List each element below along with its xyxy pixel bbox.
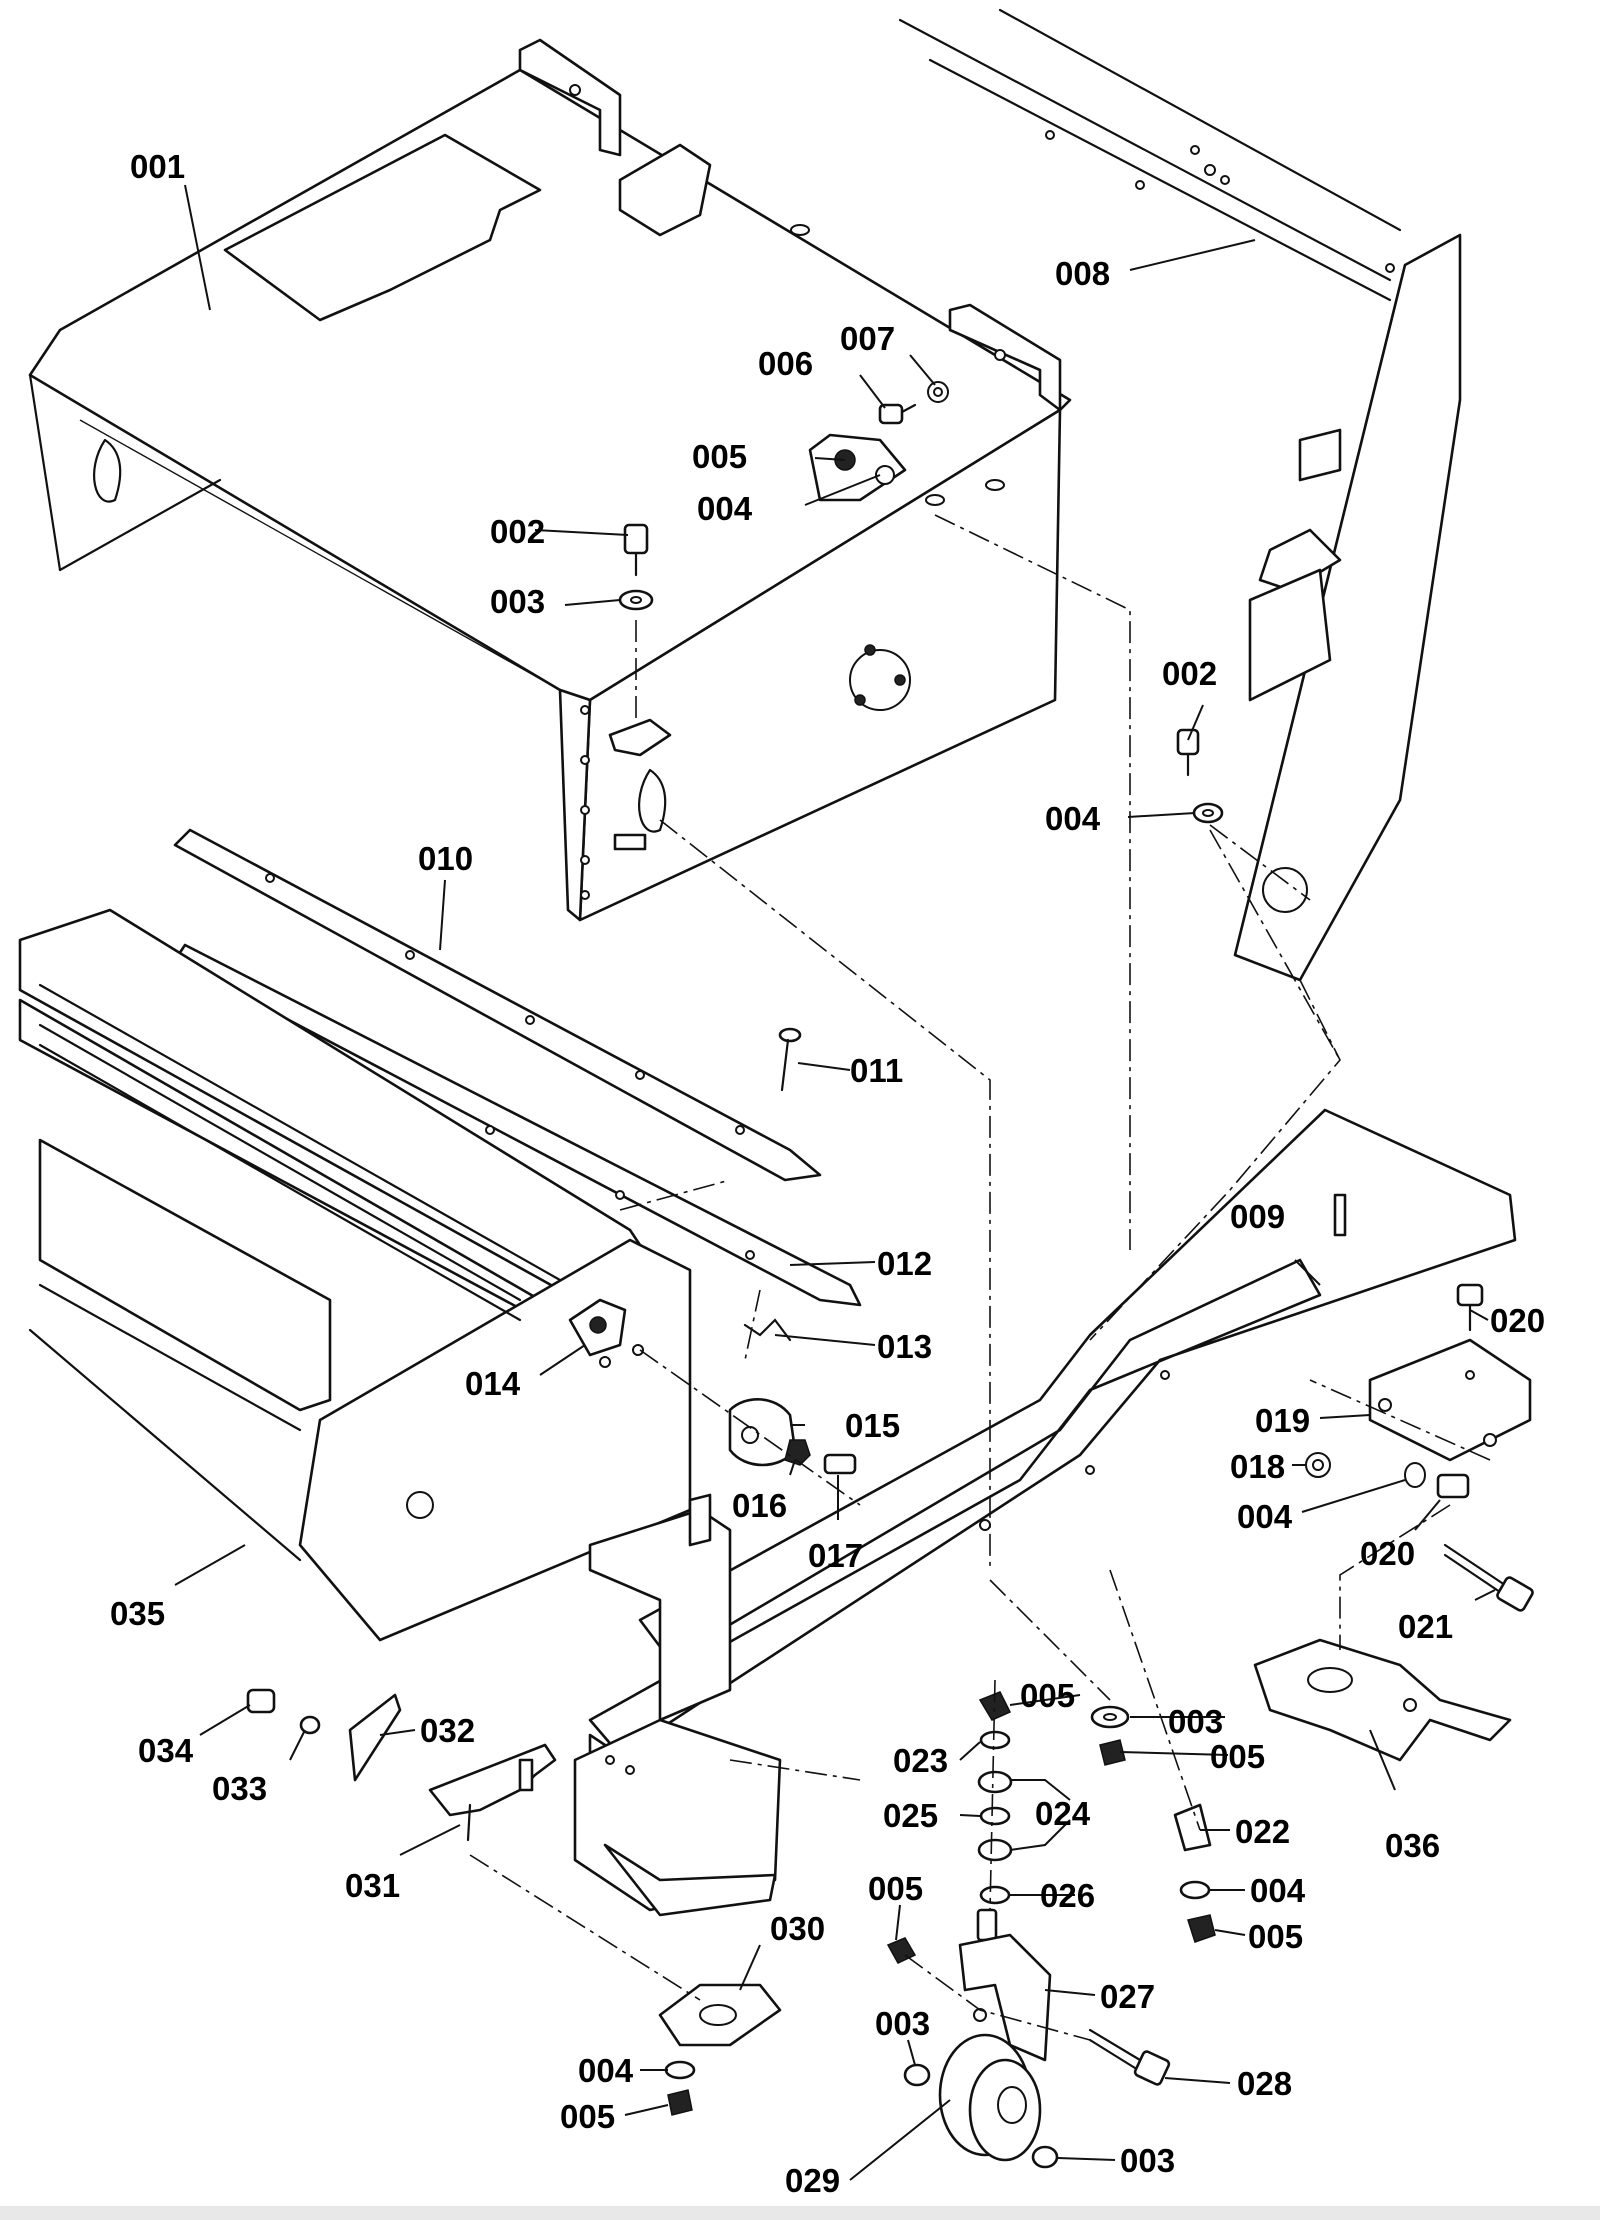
carriage-assembly-part: [18, 908, 692, 1642]
callout-023: 023: [893, 1742, 948, 1779]
side-panel-part: [898, 8, 1462, 982]
callout-010: 010: [418, 840, 473, 877]
callout-002: 002: [1162, 655, 1217, 692]
callout-005: 005: [1020, 1677, 1075, 1714]
callout-031: 031: [345, 1867, 400, 1904]
callout-025: 025: [883, 1797, 938, 1834]
assembly-centerlines: [469, 514, 1491, 2041]
callout-004: 004: [1237, 1498, 1293, 1535]
callout-003: 003: [875, 2005, 930, 2042]
callout-004: 004: [578, 2052, 634, 2089]
callout-008: 008: [1055, 255, 1110, 292]
bottom-edge-strip: [0, 2206, 1600, 2220]
callout-005: 005: [868, 1870, 923, 1907]
callout-002: 002: [490, 513, 545, 550]
callout-018: 018: [1230, 1448, 1285, 1485]
callout-028: 028: [1237, 2065, 1292, 2102]
callout-005: 005: [560, 2098, 615, 2135]
callout-005: 005: [1248, 1918, 1303, 1955]
callout-016: 016: [732, 1487, 787, 1524]
callout-014: 014: [465, 1365, 521, 1402]
callout-004: 004: [697, 490, 753, 527]
callout-004: 004: [1045, 800, 1101, 837]
base-frame-part: [573, 1108, 1517, 1917]
callout-009: 009: [1230, 1198, 1285, 1235]
callout-004: 004: [1250, 1872, 1306, 1909]
callout-032: 032: [420, 1712, 475, 1749]
callout-030: 030: [770, 1910, 825, 1947]
hardware-fasteners: [246, 381, 1534, 2169]
callout-017: 017: [808, 1537, 863, 1574]
callout-013: 013: [877, 1328, 932, 1365]
callout-033: 033: [212, 1770, 267, 1807]
callout-024: 024: [1035, 1795, 1091, 1832]
callout-011: 011: [850, 1052, 903, 1089]
callout-020: 020: [1490, 1302, 1545, 1339]
callout-034: 034: [138, 1732, 194, 1769]
callout-003: 003: [1168, 1703, 1223, 1740]
callout-leaders: [174, 184, 1496, 2181]
callout-005: 005: [1210, 1738, 1265, 1775]
callout-001: 001: [130, 148, 185, 185]
rail-strips-part: [173, 828, 862, 1307]
callout-007: 007: [840, 320, 895, 357]
tray-housing-part: [28, 38, 1072, 922]
callout-015: 015: [845, 1407, 900, 1444]
callout-036: 036: [1385, 1827, 1440, 1864]
callout-003: 003: [490, 583, 545, 620]
callout-021: 021: [1398, 1608, 1453, 1645]
callout-035: 035: [110, 1595, 165, 1632]
callout-003: 003: [1120, 2142, 1175, 2179]
callout-012: 012: [877, 1245, 932, 1282]
callout-labels: 001 002 003 004 005 006 007 008 002 004 …: [110, 148, 1545, 2199]
callout-029: 029: [785, 2162, 840, 2199]
callout-006: 006: [758, 345, 813, 382]
callout-027: 027: [1100, 1978, 1155, 2015]
callout-005: 005: [692, 438, 747, 475]
callout-026: 026: [1040, 1877, 1095, 1914]
callout-019: 019: [1255, 1402, 1310, 1439]
callout-020: 020: [1360, 1535, 1415, 1572]
callout-022: 022: [1235, 1813, 1290, 1850]
